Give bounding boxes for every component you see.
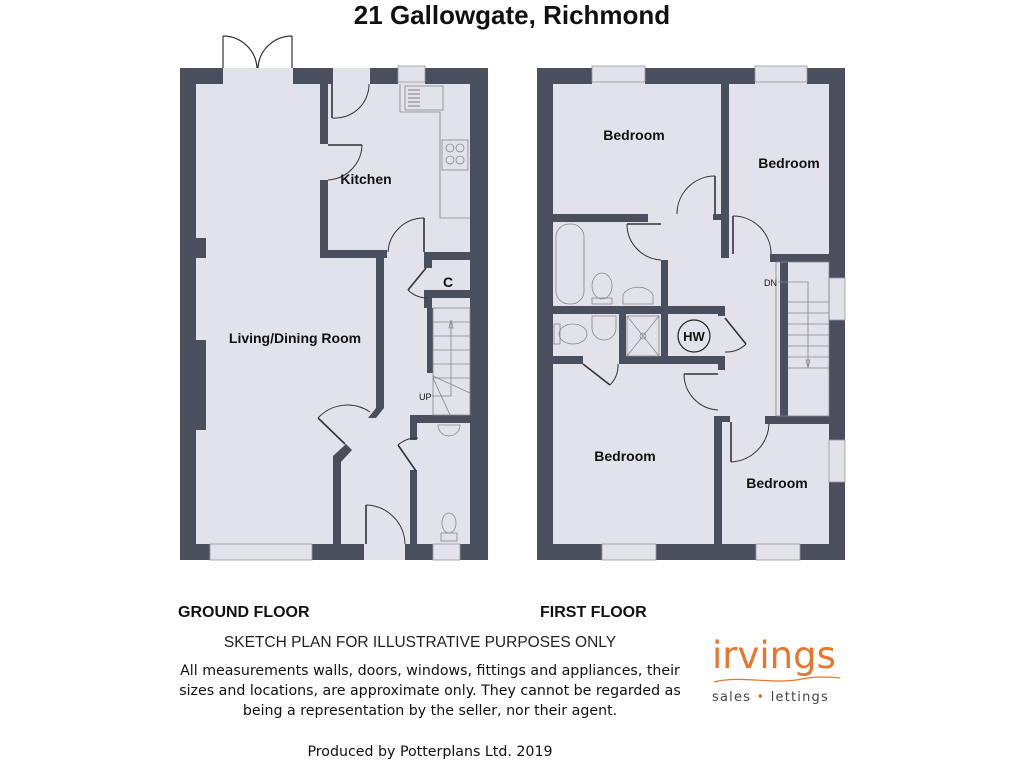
disclaimer: All measurements walls, doors, windows, … (160, 661, 700, 721)
logo-tag-sales: sales (712, 690, 752, 705)
logo-swoosh-icon (713, 676, 841, 683)
ground-floor-label: GROUND FLOOR (178, 604, 310, 621)
logo-tag-lettings: lettings (770, 690, 829, 705)
first-floor-label: FIRST FLOOR (540, 604, 647, 621)
page-title: 21 Gallowgate, Richmond (353, 0, 671, 30)
irvings-logo: irvings sales • lettings (712, 636, 852, 705)
floorplan-drawing: Kitchen Living/Dining Room C UP (180, 35, 846, 561)
room-label-bedroom-1: Bedroom (603, 127, 664, 143)
room-label-bedroom-3: Bedroom (594, 448, 655, 464)
sketch-notice: SKETCH PLAN FOR ILLUSTRATIVE PURPOSES ON… (223, 634, 617, 651)
stairs-up-label: UP (419, 392, 432, 402)
room-label-cupboard: C (443, 274, 453, 290)
room-label-living-dining: Living/Dining Room (229, 330, 361, 346)
logo-tagline: sales • lettings (712, 690, 852, 705)
first-floor-plan: Bedroom Bedroom Bedroom Bedroom HW DN (537, 65, 846, 561)
produced-by: Produced by Potterplans Ltd. 2019 (307, 744, 553, 760)
disclaimer-line: sizes and locations, are approximate onl… (179, 683, 681, 699)
ground-floor-plan: Kitchen Living/Dining Room C UP (180, 35, 488, 561)
disclaimer-line: All measurements walls, doors, windows, … (180, 663, 680, 679)
room-label-kitchen: Kitchen (340, 171, 391, 187)
room-label-bedroom-2: Bedroom (758, 155, 819, 171)
logo-wordmark: irvings (712, 634, 836, 677)
room-label-bedroom-4: Bedroom (746, 475, 807, 491)
hot-water-label: HW (683, 329, 705, 344)
stairs-down-label: DN (764, 278, 777, 288)
logo-dot-icon: • (756, 690, 766, 705)
disclaimer-line: being a representation by the seller, no… (242, 703, 618, 719)
